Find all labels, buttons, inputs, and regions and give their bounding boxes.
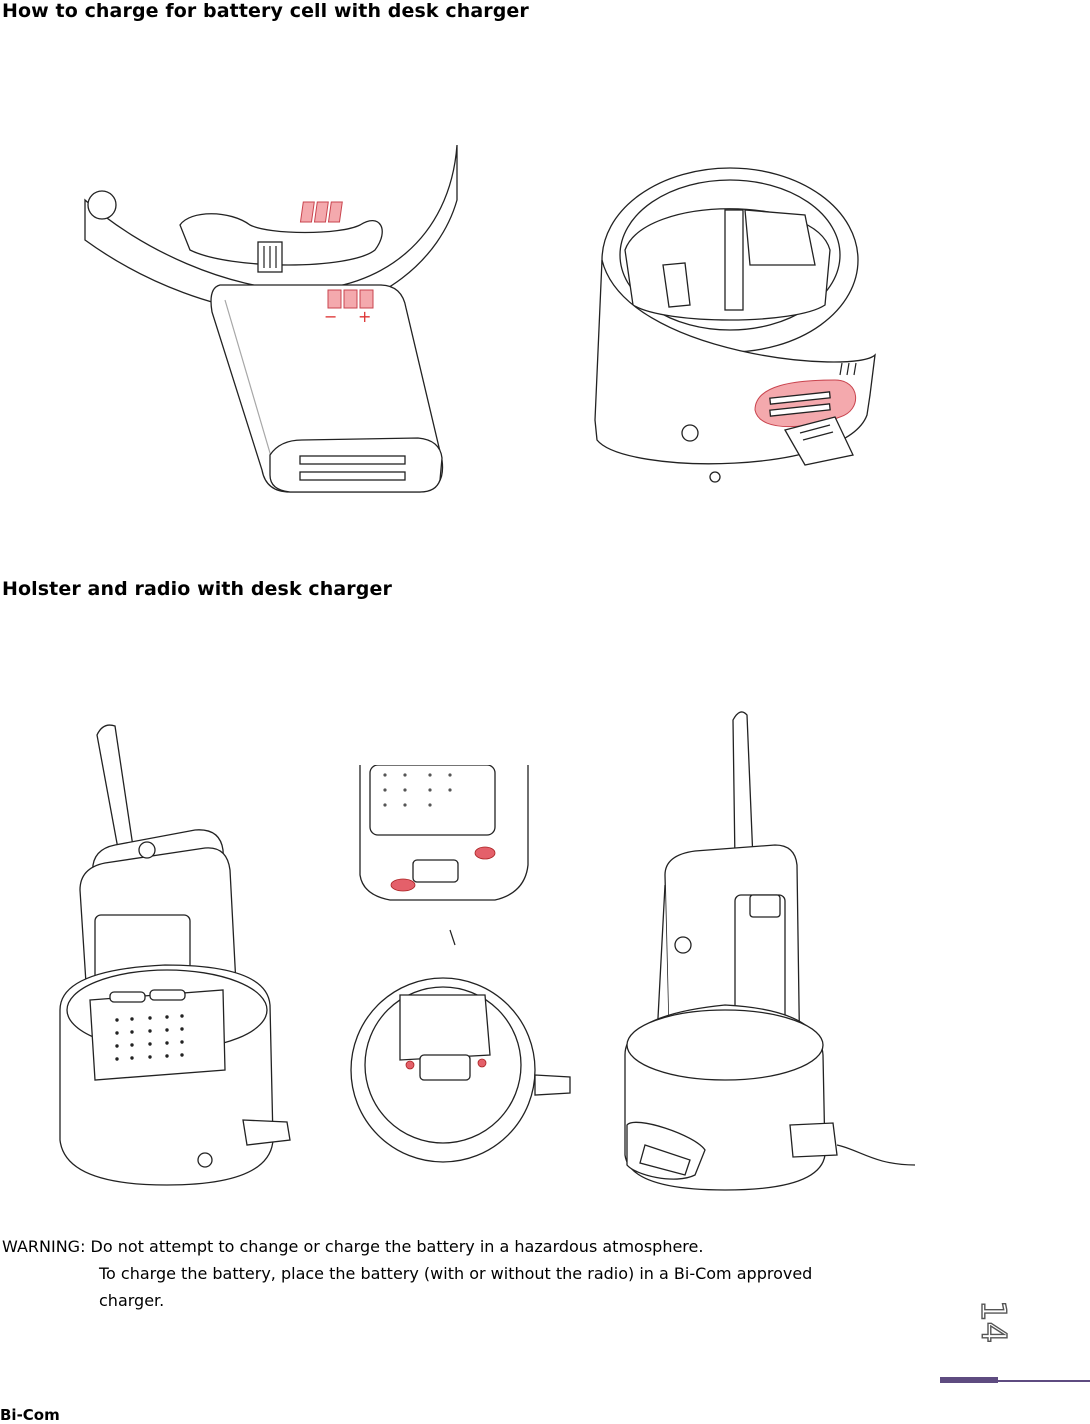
- holster-and-charger-top-illustration: [350, 765, 571, 1163]
- section-heading-holster-radio: Holster and radio with desk charger: [2, 578, 392, 600]
- warning-line-3: charger.: [99, 1291, 165, 1310]
- section-heading-battery-charge: How to charge for battery cell with desk…: [2, 0, 529, 22]
- footer-accent-rule: [940, 1377, 998, 1383]
- warning-line-2: To charge the battery, place the battery…: [99, 1264, 813, 1283]
- page-number-text: 14: [973, 1300, 1013, 1343]
- battery-plus-label: +: [358, 307, 371, 326]
- warning-line-1: Do not attempt to change or charge the b…: [90, 1237, 704, 1256]
- battery-minus-label: −: [324, 307, 337, 326]
- warning-note: WARNING: Do not attempt to change or cha…: [2, 1233, 962, 1314]
- radio-in-charger-back-illustration: [624, 711, 915, 1191]
- warning-prefix: WARNING:: [2, 1237, 86, 1256]
- radio-in-charger-front-illustration: [59, 724, 291, 1186]
- battery-insertion-illustration: − +: [84, 144, 458, 493]
- page-number: 14: [972, 1299, 1013, 1344]
- footer-thin-rule: [998, 1380, 1090, 1382]
- desk-charger-illustration: [594, 167, 876, 483]
- footer-brand: Bi-Com: [0, 1406, 60, 1424]
